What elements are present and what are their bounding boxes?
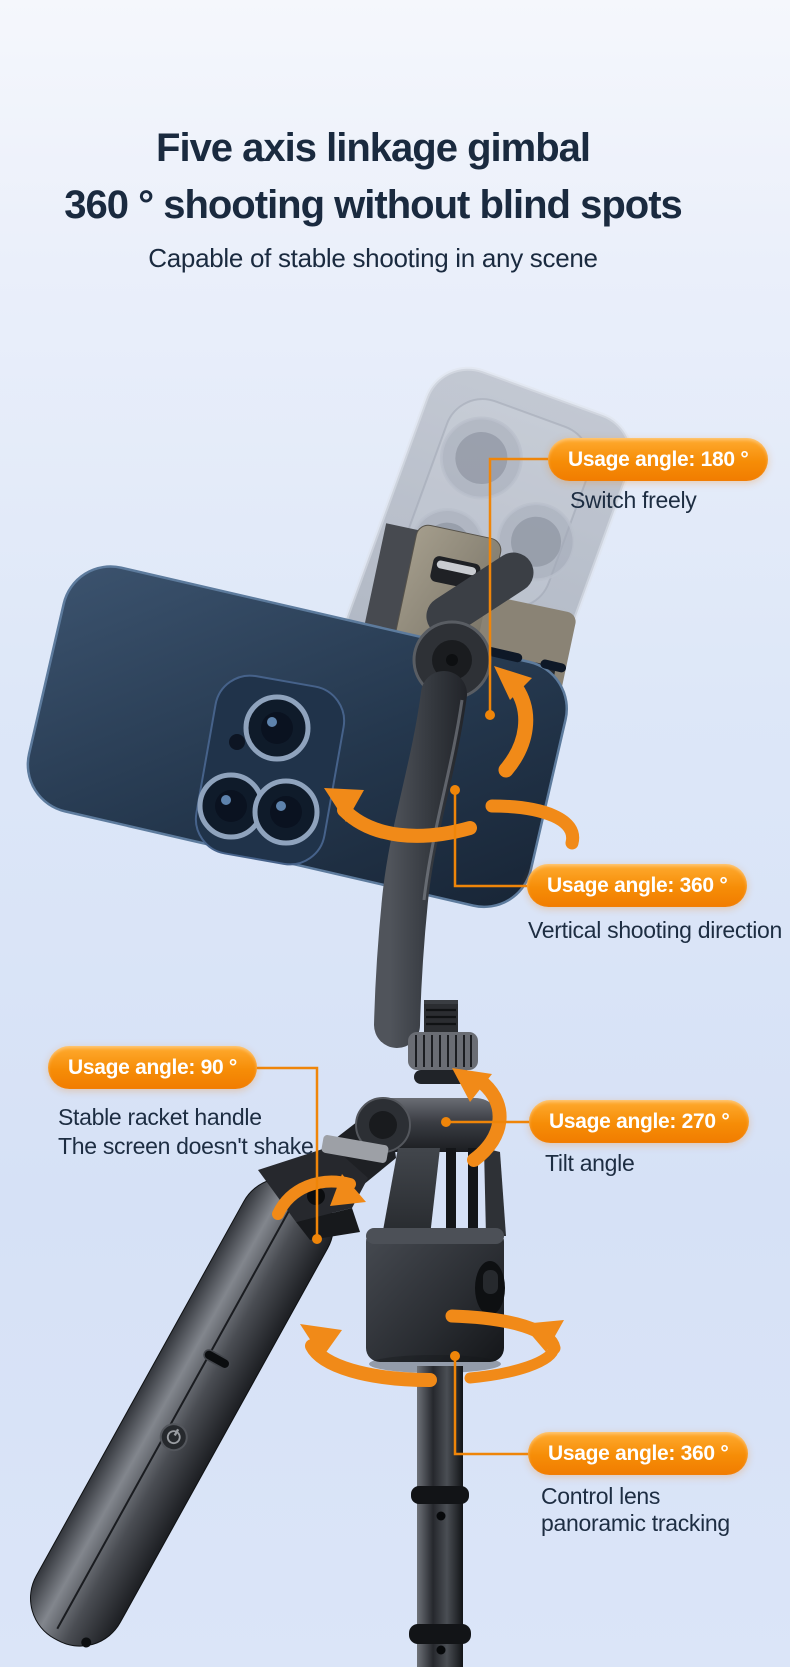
pan-motor-base — [382, 1148, 506, 1236]
callout-badge-360-vertical: Usage angle: 360 ° — [527, 864, 748, 907]
curved-arrow-icon-handle-fold — [272, 1174, 366, 1220]
title-line-2: 360 ° shooting without blind spots — [64, 183, 683, 227]
callout-connectors — [252, 457, 552, 1456]
callout-desc-90-line-2: The screen doesn't shake — [58, 1133, 314, 1159]
power-icon — [159, 1423, 188, 1452]
curved-arrow-icon-vertical-spin — [324, 788, 580, 850]
page-title: Five axis linkage gimbal 360 ° shooting … — [0, 120, 746, 234]
curved-arrow-icon-pan-spin — [300, 1309, 564, 1387]
callout-desc-90: Stable racket handle The screen doesn't … — [58, 1103, 314, 1161]
page-subtitle: Capable of stable shooting in any scene — [148, 243, 598, 273]
callout-desc-180: Switch freely — [570, 487, 697, 513]
telescopic-pole — [409, 1366, 471, 1667]
callout-badge-360-pan: Usage angle: 360 ° — [528, 1432, 749, 1475]
usb-c-port — [203, 1349, 231, 1370]
phone-flash — [229, 734, 245, 750]
phone-side-button — [540, 659, 567, 673]
callout-desc-270: Tilt angle — [545, 1150, 635, 1176]
callout-desc-360-vertical: Vertical shooting direction — [528, 917, 782, 943]
base-cylinder — [366, 1228, 505, 1373]
callout-badge-180: Usage angle: 180 ° — [548, 438, 769, 481]
connector-dots — [312, 710, 495, 1361]
curved-arrow-icon-roll — [494, 666, 534, 778]
handle — [30, 1135, 389, 1648]
callout-desc-360-pan-line-2: panoramic tracking — [541, 1510, 730, 1536]
callout-desc-360-pan-line-1: Control lens — [541, 1483, 661, 1509]
callout-badge-270: Usage angle: 270 ° — [529, 1100, 750, 1143]
callout-badge-90: Usage angle: 90 ° — [48, 1046, 258, 1089]
gimbal-arm-assembly — [374, 552, 534, 1048]
title-line-1: Five axis linkage gimbal — [156, 126, 591, 170]
phone-camera-island — [194, 674, 346, 866]
callout-desc-360-pan: Control lens panoramic tracking — [541, 1483, 730, 1537]
callout-desc-90-line-1: Stable racket handle — [58, 1104, 262, 1130]
